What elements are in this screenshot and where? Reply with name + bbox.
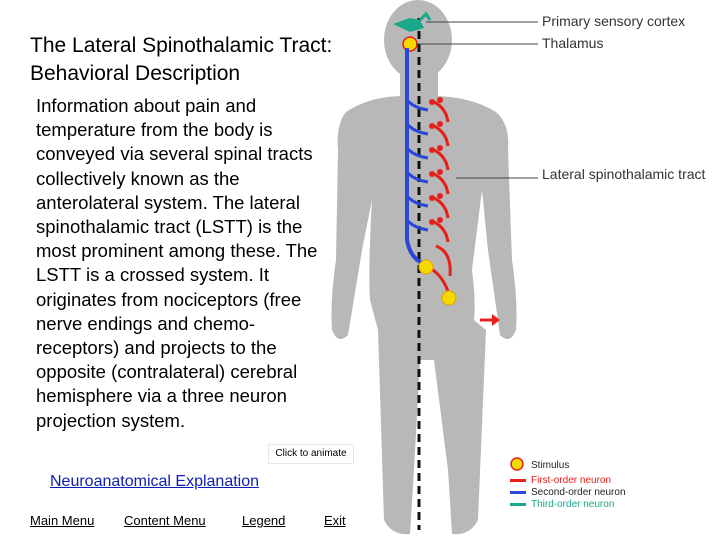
legend-third-order-label: Third-order neuron <box>531 499 615 510</box>
label-primary-sensory-cortex: Primary sensory cortex <box>542 13 686 29</box>
legend-first-order-swatch <box>510 478 526 482</box>
legend-first-order-label: First-order neuron <box>531 475 612 486</box>
description-text: Information about pain and temperature f… <box>36 95 318 431</box>
label-thalamus: Thalamus <box>542 35 604 51</box>
body-silhouette <box>331 0 517 535</box>
leader-lines <box>416 21 538 179</box>
legend-second-order: Second-order neuron <box>510 487 626 499</box>
click-to-animate-button[interactable]: Click to animate <box>268 444 354 464</box>
legend-third-order-swatch <box>510 502 526 506</box>
second-order-branches <box>405 98 429 232</box>
legend-second-order-swatch <box>510 490 526 494</box>
neuroanatomical-explanation-link[interactable]: Neuroanatomical Explanation <box>50 473 260 490</box>
legend-first-order: First-order neuron <box>510 475 611 487</box>
legend-second-order-label: Second-order neuron <box>531 487 626 498</box>
legend-third-order: Third-order neuron <box>510 499 614 511</box>
page-title: The Lateral Spinothalamic Tract: Behavio… <box>30 34 333 85</box>
main-menu-link[interactable]: Main Menu <box>30 513 95 528</box>
legend-stimulus-label: Stimulus <box>531 460 570 471</box>
legend-stimulus-icon <box>510 457 524 471</box>
first-order-cell-bodies <box>429 97 443 225</box>
label-lateral-spinothalamic-tract: Lateral spinothalamic tract <box>542 166 706 182</box>
nociceptor-icon <box>480 314 500 326</box>
legend-link[interactable]: Legend <box>242 513 286 528</box>
bottom-nav: Main Menu Content Menu Legend Exit <box>30 513 370 533</box>
content-menu-link[interactable]: Content Menu <box>124 513 206 528</box>
exit-link[interactable]: Exit <box>324 513 346 528</box>
cortex-third-order-icon <box>393 11 432 32</box>
stimulus-icons <box>418 259 457 306</box>
